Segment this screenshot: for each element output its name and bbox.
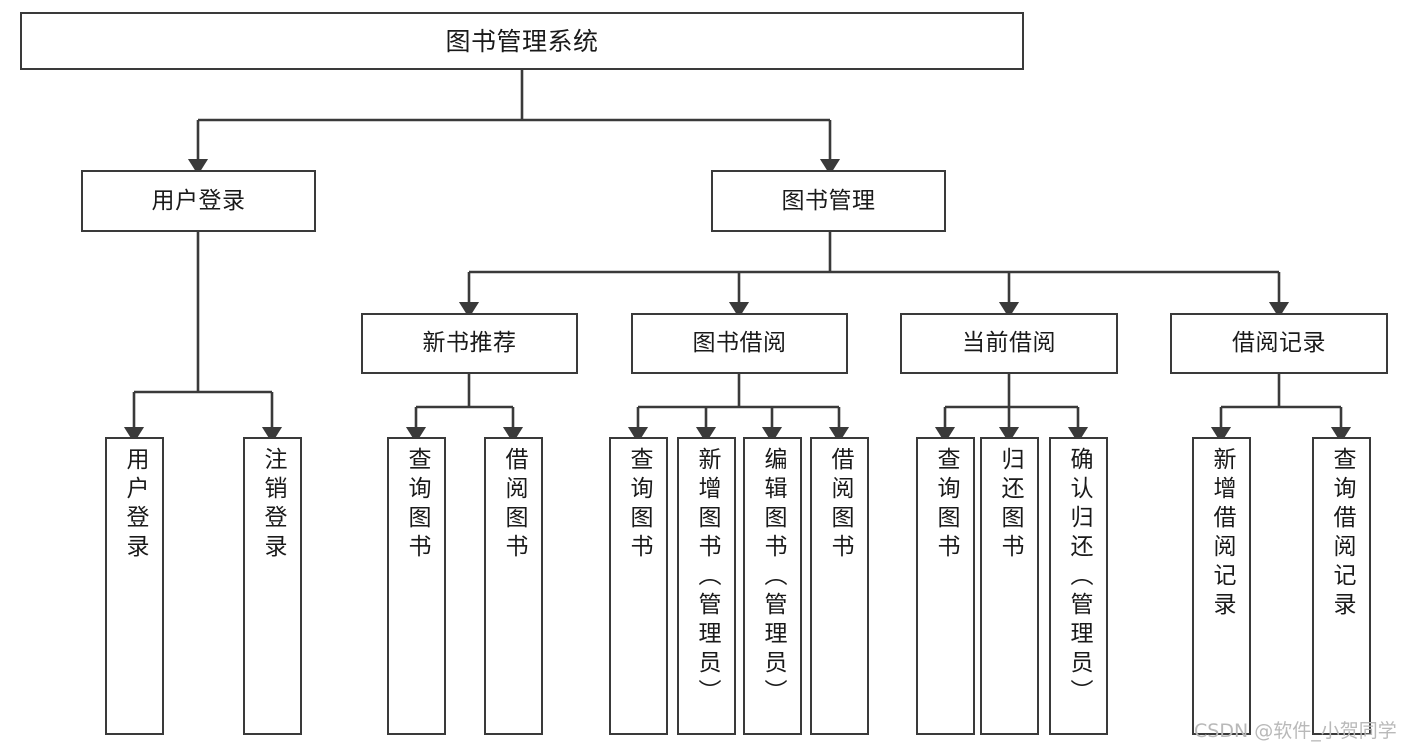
node-new-book-recommend[interactable]: 新书推荐 [361, 313, 578, 374]
leaf-book-borrow-add[interactable]: 新增图书（管理员） [677, 437, 736, 735]
leaf-user-login-signin[interactable]: 用户登录 [105, 437, 164, 735]
node-label: 确认归还（管理员） [1066, 447, 1092, 708]
leaf-current-borrow-return[interactable]: 归还图书 [980, 437, 1039, 735]
node-label: 注销登录 [260, 447, 286, 563]
leaf-current-borrow-confirm-return[interactable]: 确认归还（管理员） [1049, 437, 1108, 735]
node-root-system[interactable]: 图书管理系统 [20, 12, 1024, 70]
node-book-management[interactable]: 图书管理 [711, 170, 946, 232]
node-user-login[interactable]: 用户登录 [81, 170, 316, 232]
node-label: 当前借阅 [962, 330, 1056, 357]
node-borrow-record[interactable]: 借阅记录 [1170, 313, 1388, 374]
node-label: 图书管理系统 [445, 26, 599, 56]
leaf-user-login-signout[interactable]: 注销登录 [243, 437, 302, 735]
node-label: 新增图书（管理员） [694, 447, 720, 708]
node-label: 查询图书 [404, 447, 430, 563]
node-label: 编辑图书（管理员） [760, 447, 786, 708]
node-label: 借阅图书 [501, 447, 527, 563]
node-label: 借阅图书 [827, 447, 853, 563]
leaf-book-borrow-lend[interactable]: 借阅图书 [810, 437, 869, 735]
node-label: 用户登录 [122, 447, 148, 563]
leaf-borrow-record-query[interactable]: 查询借阅记录 [1312, 437, 1371, 735]
node-label: 借阅记录 [1232, 330, 1326, 357]
leaf-book-borrow-edit[interactable]: 编辑图书（管理员） [743, 437, 802, 735]
node-label: 查询图书 [933, 447, 959, 563]
node-label: 归还图书 [997, 447, 1023, 563]
leaf-current-borrow-query[interactable]: 查询图书 [916, 437, 975, 735]
leaf-borrow-record-add[interactable]: 新增借阅记录 [1192, 437, 1251, 735]
leaf-new-book-borrow[interactable]: 借阅图书 [484, 437, 543, 735]
watermark-csdn: CSDN @软件_小贺同学 [1194, 720, 1397, 742]
node-label: 查询借阅记录 [1329, 447, 1355, 621]
node-label: 图书借阅 [692, 330, 787, 357]
node-label: 图书管理 [781, 187, 876, 214]
leaf-book-borrow-query[interactable]: 查询图书 [609, 437, 668, 735]
node-label: 用户登录 [151, 187, 246, 214]
node-label: 新增借阅记录 [1209, 447, 1235, 621]
node-book-borrow[interactable]: 图书借阅 [631, 313, 848, 374]
node-label: 查询图书 [626, 447, 652, 563]
node-label: 新书推荐 [422, 330, 517, 357]
node-current-borrow[interactable]: 当前借阅 [900, 313, 1118, 374]
leaf-new-book-query[interactable]: 查询图书 [387, 437, 446, 735]
